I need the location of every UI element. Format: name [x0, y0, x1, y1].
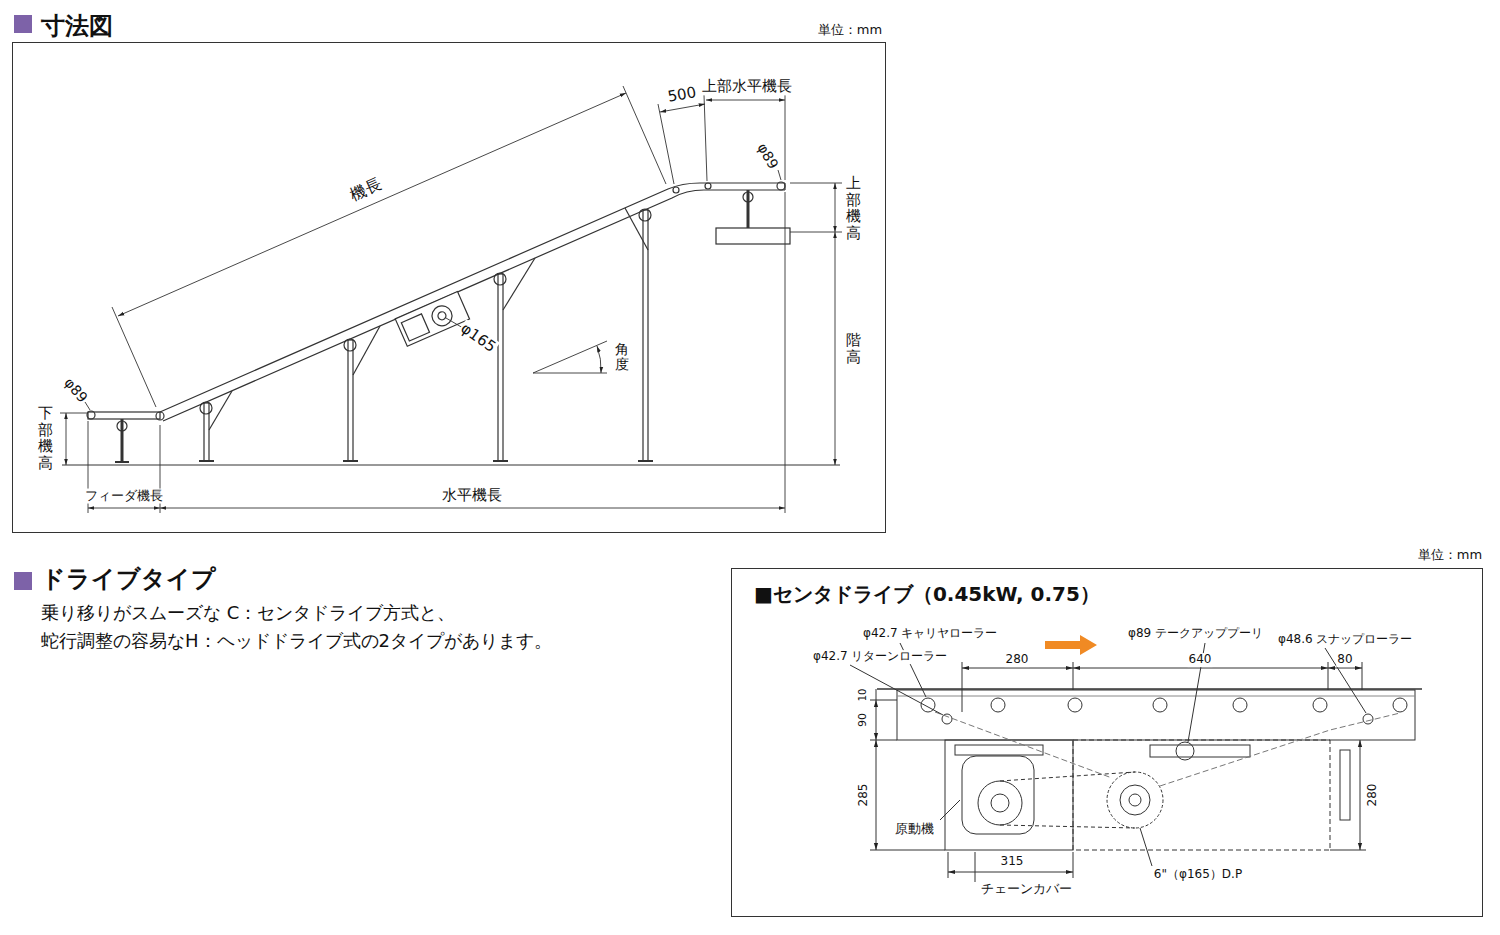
panel-heading: ■センタドライブ（0.45kW, 0.75）	[754, 581, 1100, 608]
dimension-label: 水平機長	[441, 487, 503, 504]
dimension-label: 80	[1336, 653, 1353, 667]
panel-frame: ■センタドライブ（0.45kW, 0.75）	[731, 568, 1483, 917]
dimension-label: φ89	[60, 374, 91, 407]
dimension-label: 285	[857, 783, 871, 808]
dimension-label: 90	[857, 712, 870, 728]
vertical-label: 階高	[846, 331, 861, 366]
dimension-label: チェーンカバー	[980, 882, 1073, 897]
section-marker	[14, 15, 32, 33]
panel-frame: 寸法図	[12, 42, 886, 533]
dimension-label: 6"（φ165）D.P	[1153, 868, 1243, 882]
vertical-label: 上部機高	[846, 174, 861, 242]
dimension-label: 10	[857, 688, 869, 703]
dimension-label: φ89	[754, 139, 782, 172]
dimension-label: φ48.6 スナップローラー	[1277, 633, 1413, 647]
center-drive-drawing	[850, 643, 1422, 882]
dimension-label: 単位：mm	[1417, 548, 1483, 563]
vertical-label: 下部機高	[38, 404, 53, 472]
dimension-label: フィーダ機長	[84, 489, 164, 504]
dimension-label: φ165	[456, 319, 499, 356]
vertical-label: 角度	[615, 341, 629, 374]
dimension-label: φ89 テークアッププーリ	[1127, 627, 1264, 641]
dimension-label: 原動機	[894, 822, 935, 837]
dimension-label: 機長	[347, 175, 386, 206]
dimension-label: 280	[1366, 783, 1380, 808]
dimension-label: 蛇行調整の容易なH：ヘッドドライブ式の2タイプがあります。	[40, 631, 553, 652]
direction-arrow	[1045, 635, 1097, 655]
dimension-label: 640	[1188, 653, 1213, 667]
dimension-label: 上部水平機長	[701, 78, 793, 95]
dimension-label: 乗り移りがスムーズな C：センタドライブ方式と、	[40, 603, 456, 624]
conveyor-side-view	[62, 182, 840, 465]
panel-heading: 寸法図	[41, 10, 113, 42]
dimension-lines	[60, 86, 842, 513]
dimension-label: φ42.7 リターンローラー	[812, 650, 948, 664]
section-marker	[14, 572, 32, 590]
dimension-label: 500	[665, 84, 698, 106]
dimension-label: φ42.7 キャリヤローラー	[862, 627, 998, 641]
dimension-label: 単位：mm	[817, 23, 883, 38]
dimension-label: ドライブタイプ	[40, 566, 217, 594]
dimension-label: 315	[1000, 855, 1025, 869]
dimension-label: 280	[1005, 653, 1030, 667]
